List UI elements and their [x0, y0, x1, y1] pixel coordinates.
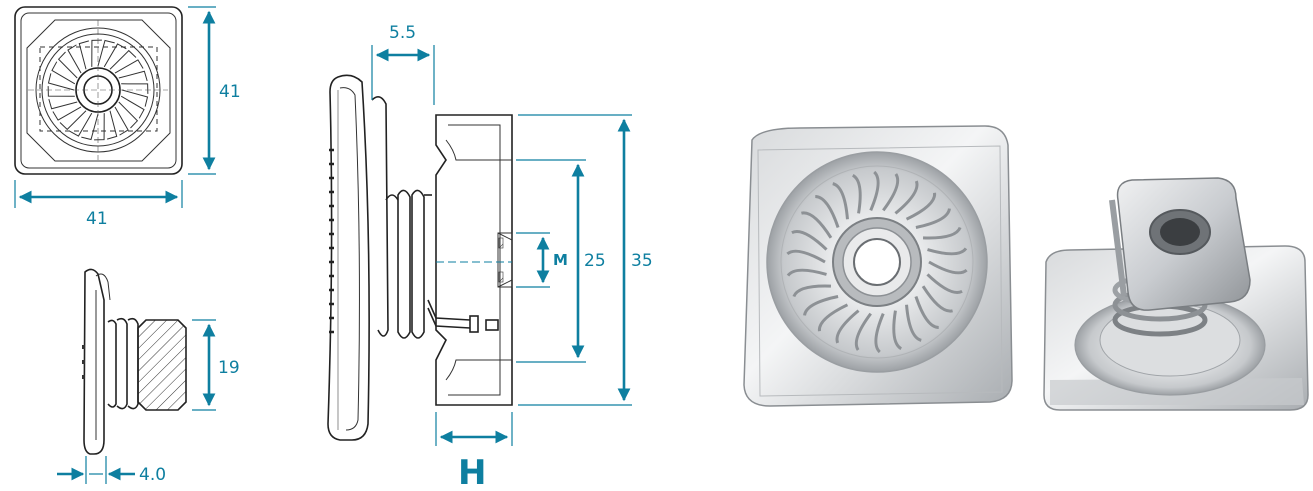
product-photo-front-plate [743, 125, 1013, 407]
tooth-shape [914, 296, 939, 329]
top-view-width-label: 41 [86, 209, 108, 229]
tooth-shape [915, 208, 951, 229]
tooth-shape [78, 40, 90, 70]
tooth-shape [926, 273, 963, 294]
tooth-shape [874, 313, 885, 354]
main-view-offset-dimension: 5.5 [371, 23, 435, 105]
tooth-shape [118, 70, 148, 82]
tooth-shape [114, 106, 129, 136]
side-view-small-thickness-dimension: 4.0 [57, 456, 166, 485]
tooth-shape [47, 86, 75, 97]
tooth-shape [927, 247, 968, 256]
tooth-shape [832, 182, 849, 220]
tooth-shape [51, 61, 76, 85]
main-view-inner-height-dimension: 25 [516, 159, 606, 363]
side-view-small-height-label: 19 [218, 358, 240, 378]
tooth-shape [81, 113, 99, 141]
tooth-shape [121, 83, 149, 94]
tooth-shape [815, 195, 840, 228]
tooth-shape [94, 113, 105, 141]
tooth-shape [118, 101, 139, 129]
tooth-shape [59, 110, 87, 131]
tooth-shape [882, 173, 900, 212]
tooth-shape [52, 106, 82, 121]
side-view-small-drawing [82, 268, 187, 455]
tooth-shape [803, 295, 839, 316]
side-view-small-height-dimension: 19 [192, 319, 240, 411]
tooth-shape [114, 59, 144, 74]
tooth-shape [57, 51, 78, 79]
main-view-offset-label: 5.5 [389, 23, 416, 43]
tooth-shape [103, 43, 127, 68]
tooth-shape [47, 73, 75, 91]
tooth-shape [120, 95, 145, 119]
tooth-shape [48, 98, 78, 110]
tooth-shape [905, 304, 922, 342]
tooth-shape [869, 170, 880, 211]
main-view-depth-label: H [458, 453, 486, 491]
tooth-shape [921, 285, 953, 313]
top-view-height-label: 41 [219, 82, 241, 102]
top-view-height-dimension: 41 [188, 6, 241, 175]
main-view-thread-dimension: M [516, 232, 568, 288]
tooth-shape [121, 89, 149, 107]
tooth-shape [97, 39, 115, 67]
main-view-drawing [327, 74, 513, 441]
tooth-shape [91, 39, 102, 67]
main-view-depth-dimension: H [435, 412, 513, 491]
tooth-shape [109, 49, 137, 70]
tooth-shape [892, 310, 903, 351]
product-photo-plate-with-nut [1043, 177, 1309, 411]
top-view-drawing [14, 6, 183, 175]
tooth-shape [67, 44, 82, 74]
tooth-shape [106, 110, 118, 140]
tooth-shape [786, 268, 827, 277]
tooth-shape [786, 249, 826, 264]
tooth-shape [69, 112, 93, 137]
tooth-shape [801, 211, 833, 239]
tooth-shape [854, 312, 872, 351]
tooth-shape [894, 180, 919, 215]
tooth-shape [817, 303, 849, 332]
tooth-shape [792, 284, 832, 298]
tooth-shape [922, 226, 962, 240]
main-view-outer-height-dimension: 35 [518, 114, 653, 406]
tooth-shape [905, 192, 937, 221]
side-view-small-thickness-label: 4.0 [139, 465, 166, 485]
main-view-inner-height-label: 25 [584, 251, 606, 271]
main-view-thread-label: M [553, 251, 568, 269]
tooth-shape [791, 230, 828, 251]
tooth-shape [851, 173, 862, 214]
top-view-width-dimension: 41 [14, 180, 183, 229]
main-view-outer-height-label: 35 [631, 251, 653, 271]
tooth-shape [835, 309, 860, 344]
tooth-shape [928, 260, 968, 275]
